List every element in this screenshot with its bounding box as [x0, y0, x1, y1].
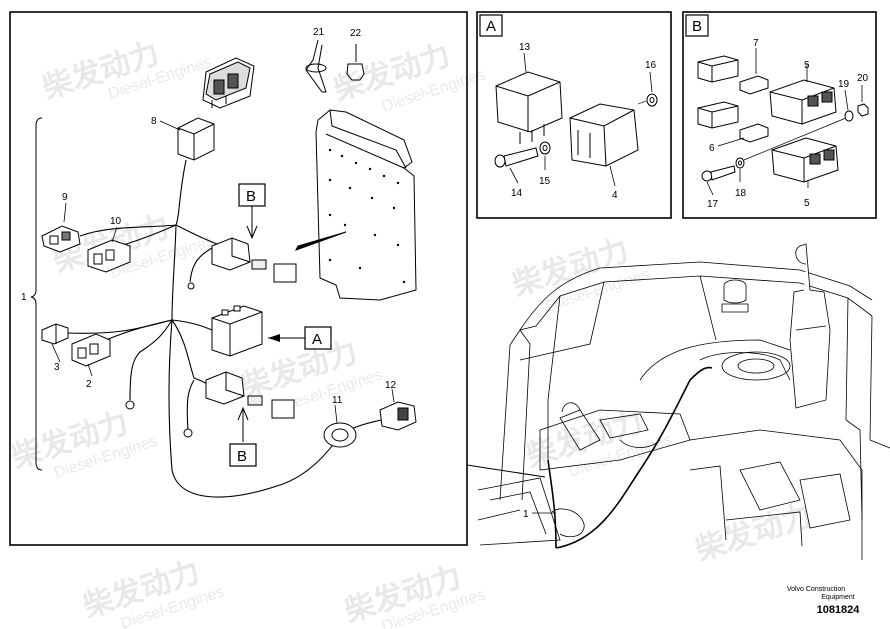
- ring-terminals: [125, 282, 195, 438]
- callout-13: 13: [519, 42, 531, 53]
- callout-22: 22: [350, 28, 362, 39]
- machine-cab-view: [477, 243, 890, 560]
- detail-b-title: B: [692, 18, 702, 35]
- detail-leader-line: [466, 464, 546, 478]
- company-name-line2: Equipment: [821, 594, 855, 601]
- callout-3: 3: [54, 362, 60, 373]
- assembly-axis: [743, 117, 847, 161]
- part-5-fuse-holder-lower: [771, 137, 839, 183]
- part-6-fuse: [697, 101, 769, 143]
- callout-8: 8: [151, 116, 157, 127]
- callout-19: 19: [838, 79, 850, 90]
- part-21-cable-tie: [305, 39, 327, 93]
- part-3-plug: [41, 323, 69, 345]
- part-10-connector: [87, 239, 131, 273]
- callout-4: 4: [612, 190, 618, 201]
- part-16-washer: [646, 93, 658, 107]
- detail-b-tag: [685, 14, 709, 37]
- part-20-nut: [857, 103, 869, 117]
- callout-20: 20: [857, 73, 869, 84]
- upper-connector-assembly: [211, 237, 297, 283]
- lower-connector-assembly: [205, 371, 295, 419]
- detail-b-frame: [682, 11, 877, 219]
- part-2-connector: [71, 333, 111, 367]
- detail-b-view: B 7 6 5: [682, 11, 877, 219]
- drawing-number: 1081824: [817, 604, 861, 616]
- pointer-wedge: [294, 231, 347, 251]
- callout-1-cab: 1: [523, 509, 529, 520]
- part-13-relay: [495, 71, 563, 144]
- callout-9: 9: [62, 192, 68, 203]
- callout-5-lower: 5: [804, 198, 810, 209]
- part-8-sleeve: [177, 117, 215, 161]
- relay-assembly: [211, 305, 263, 357]
- group-brace: [30, 117, 43, 471]
- detail-a-frame: [476, 11, 672, 219]
- part-4-relay-holder: [569, 103, 639, 167]
- callout-12: 12: [385, 380, 397, 391]
- part-14-bolt: [494, 147, 539, 168]
- arrow: [237, 406, 249, 442]
- arrow: [246, 206, 258, 240]
- company-name-line1: Volvo Construction: [787, 586, 845, 593]
- callout-21: 21: [313, 27, 325, 38]
- callout-15: 15: [539, 176, 551, 187]
- callout-10: 10: [110, 216, 122, 227]
- part-22-clip: [346, 44, 365, 81]
- callout-16: 16: [645, 60, 657, 71]
- part-7-fuse: [697, 55, 769, 95]
- detail-a-title: A: [486, 18, 496, 35]
- watermark-layer: 柴发动力 Diesel-Engines 柴发动力 Diesel-Engines …: [8, 36, 817, 629]
- part-9-connector: [41, 225, 81, 253]
- callout-1: 1: [21, 292, 27, 303]
- callout-6: 6: [709, 143, 715, 154]
- detail-b-label-upper: B: [246, 188, 256, 205]
- part-15-washer: [539, 141, 551, 155]
- detail-a-marker: [304, 326, 332, 350]
- detail-a-tag: [479, 14, 503, 37]
- callout-2: 2: [86, 379, 92, 390]
- part-17-screw: [701, 165, 736, 182]
- callout-17: 17: [707, 199, 719, 210]
- detail-b-marker-lower: [229, 443, 257, 467]
- callout-5-upper: 5: [804, 60, 810, 71]
- part-11-grommet: [323, 422, 357, 448]
- watermark-cn: 柴发动力: [39, 36, 164, 106]
- detail-a-view: A 13 4 16: [476, 11, 672, 219]
- callout-14: 14: [511, 188, 523, 199]
- rocker-switch: [202, 57, 255, 109]
- main-frame-border: [9, 11, 468, 546]
- callout-7: 7: [753, 38, 759, 49]
- detail-a-label: A: [312, 331, 322, 348]
- callout-11: 11: [332, 395, 343, 406]
- detail-b-label-lower: B: [237, 448, 247, 465]
- harness-wires: [67, 159, 393, 498]
- part-19-washer: [844, 110, 854, 122]
- main-harness-view: 1 21 22: [9, 11, 468, 546]
- part-5-fuse-holder-upper: [769, 79, 837, 125]
- callout-18: 18: [735, 188, 747, 199]
- part-12-connector: [379, 401, 417, 431]
- watermark-cn: 柴发动力: [691, 498, 816, 568]
- part-18-washer: [735, 157, 745, 169]
- mounting-plate: [315, 109, 417, 301]
